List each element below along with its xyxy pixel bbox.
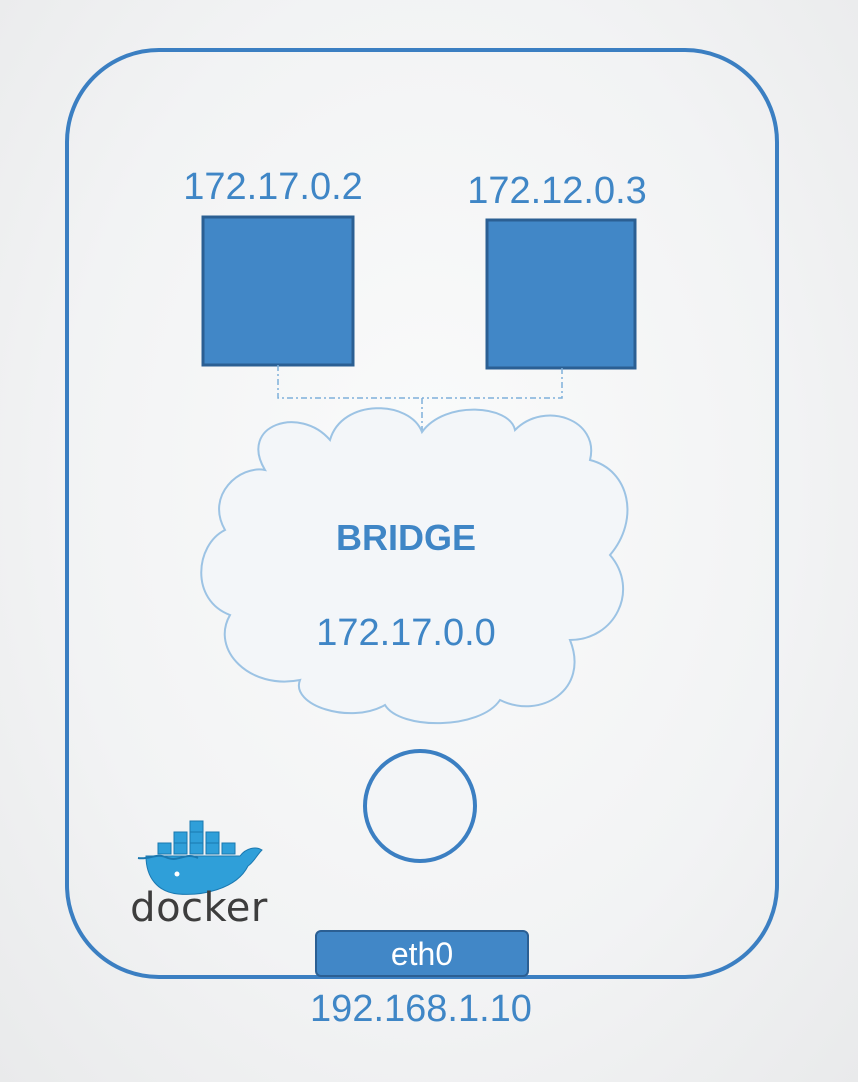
eth0-label: eth0 [390, 936, 454, 972]
host-ip: 192.168.1.10 [310, 988, 532, 1030]
bridge-network-ip: 172.17.0.0 [316, 612, 496, 654]
container-2-box [485, 218, 637, 370]
docker-whale-icon [137, 820, 263, 895]
container-1-ip: 172.17.0.2 [183, 166, 363, 208]
link-container-2 [422, 368, 563, 399]
docker-wordmark: docker [130, 885, 268, 931]
bridge-name: BRIDGE [335, 517, 476, 558]
eth0-interface-bar [315, 930, 529, 977]
link-container-1 [277, 365, 422, 399]
bridge-interface-circle [363, 749, 477, 863]
container-2-ip: 172.12.0.3 [467, 170, 647, 212]
bridge-cloud [200, 407, 629, 725]
container-1-box [201, 215, 355, 367]
container-links [277, 365, 563, 432]
